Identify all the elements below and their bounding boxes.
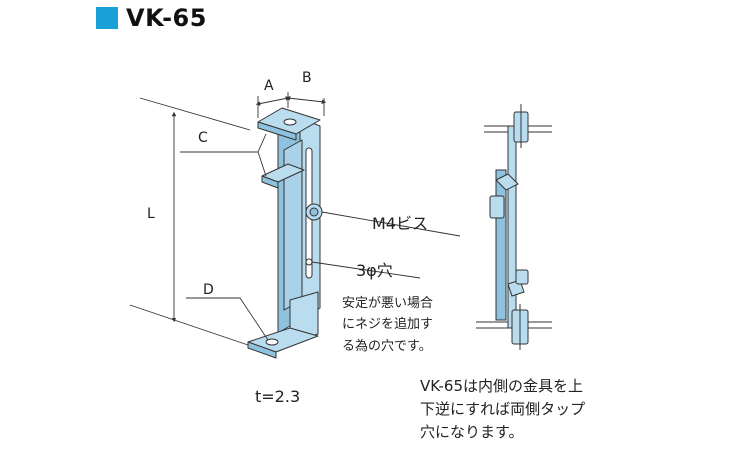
usage-note-line-2: 下逆にすれば両側タップ	[420, 400, 585, 418]
screw-label: M4ビス	[372, 214, 428, 233]
dim-a-label: A	[264, 78, 274, 94]
page-title: VK-65	[126, 4, 207, 32]
three-phi-hole	[305, 258, 313, 266]
middle-bolt	[489, 195, 505, 219]
title-block: VK-65	[96, 4, 207, 32]
dim-d-label: D	[203, 282, 214, 298]
thickness-label: t=2.3	[255, 387, 300, 406]
lower-bolt	[515, 269, 529, 285]
usage-note-line-3: 穴になります。	[420, 423, 524, 441]
hole-label: 3φ穴	[356, 261, 393, 280]
dim-b-label: B	[302, 70, 312, 86]
bracket-top-flange-edge	[257, 121, 297, 141]
dim-c-label: C	[198, 130, 208, 146]
bracket-bottom-flange-edge	[247, 341, 277, 359]
bracket-isometric	[247, 107, 323, 359]
inner-arm-upper-edge	[261, 175, 279, 189]
bracket-side-view	[476, 104, 552, 350]
side-outer-plate	[507, 125, 517, 329]
dimension-lines	[129, 92, 461, 346]
hole-note-line-3: る為の穴です。	[342, 338, 432, 354]
side-inner-plate	[495, 169, 507, 321]
hole-note-line-1: 安定が悪い場合	[342, 296, 433, 311]
dim-l-label: L	[147, 206, 155, 222]
usage-note-line-1: VK-65は内側の金具を上	[420, 377, 583, 395]
bottom-hole	[265, 338, 279, 346]
top-hole	[283, 118, 297, 126]
title-marker-icon	[96, 7, 118, 29]
hole-note-line-2: にネジを追加す	[342, 316, 433, 332]
